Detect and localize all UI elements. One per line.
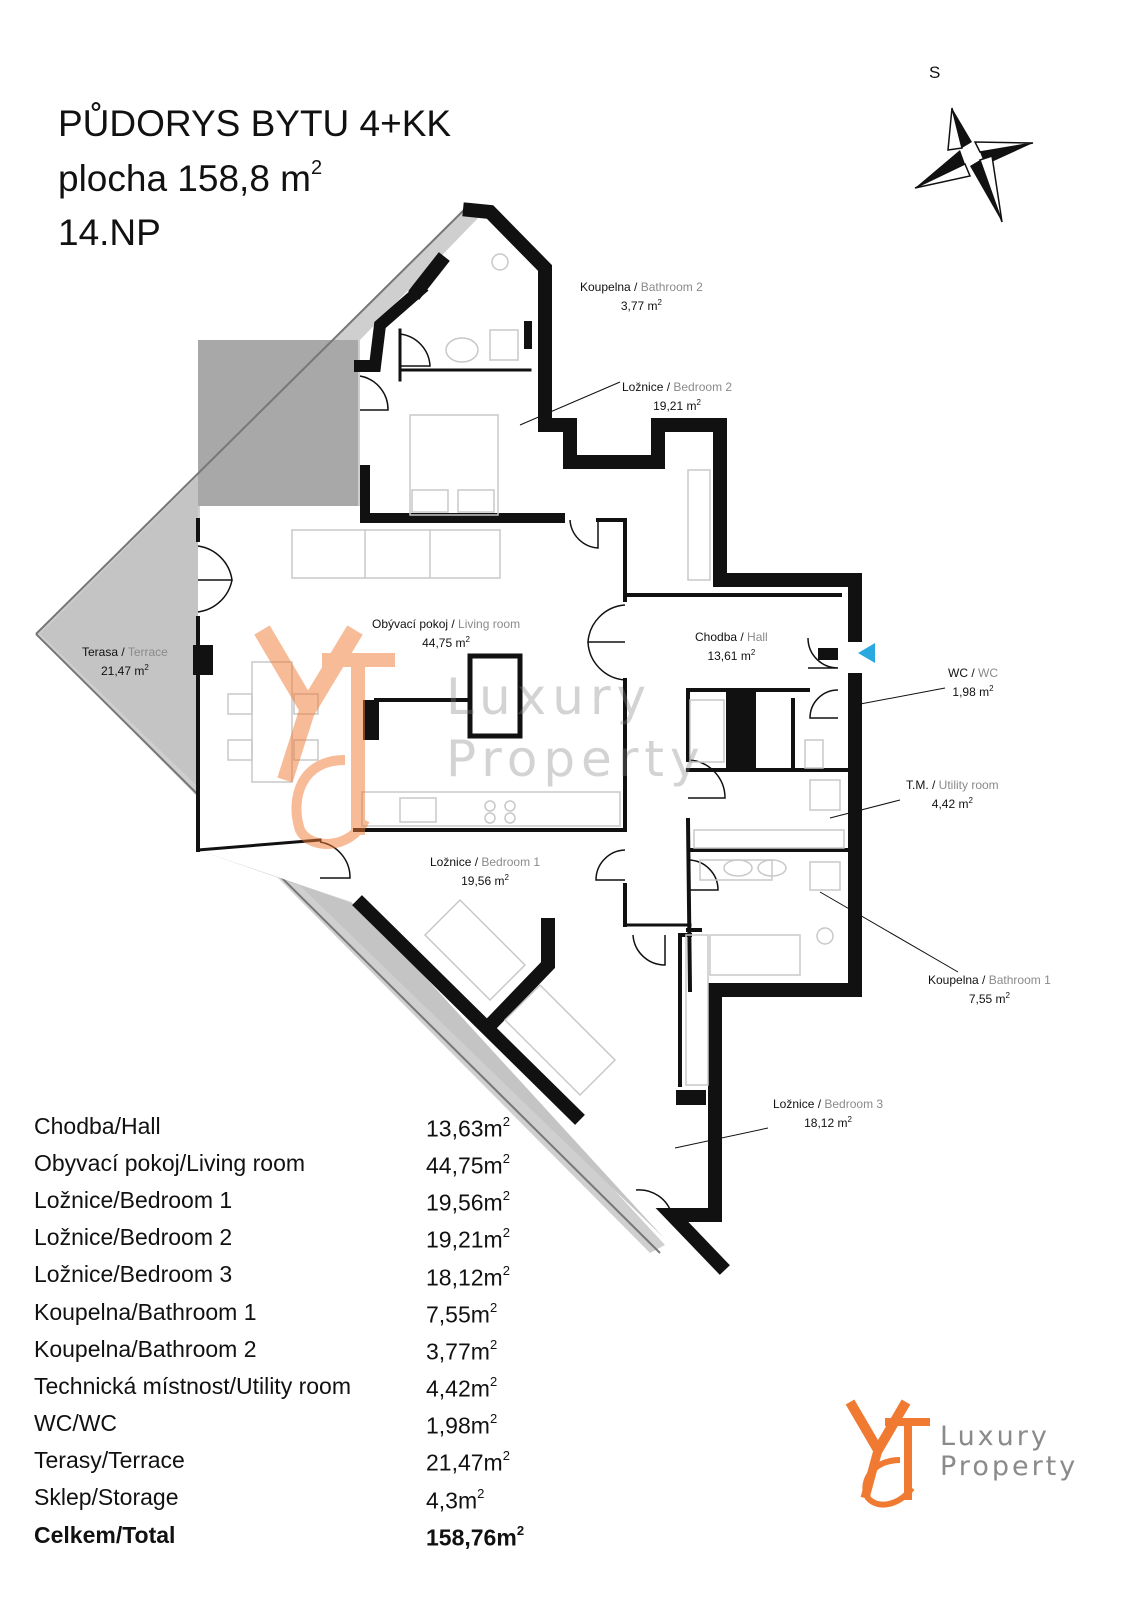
area-room-value: 4,3m2 [426, 1485, 485, 1514]
plan-floor: 14.NP [58, 212, 161, 253]
area-room-name: WC/WC [34, 1410, 118, 1437]
area-room-name: Chodba/Hall [34, 1112, 161, 1139]
entrance-marker-icon [858, 643, 875, 663]
area-room-name: Ložnice/Bedroom 2 [34, 1224, 233, 1251]
room-label-utility: T.M. / Utility room 4,42 m2 [906, 778, 999, 811]
room-label-living: Obývací pokoj / Living room 44,75 m2 [372, 617, 521, 650]
area-room-name: Celkem/Total [34, 1521, 176, 1548]
watermark-text-line2: Property [446, 730, 706, 788]
area-row: Ložnice/Bedroom 3 18,12m2 [34, 1257, 554, 1294]
area-room-name: Ložnice/Bedroom 3 [34, 1261, 233, 1288]
room-label-bedroom3: Ložnice / Bedroom 3 18,12 m2 [773, 1097, 884, 1130]
area-row: WC/WC 1,98m2 [34, 1405, 554, 1442]
area-room-value: 13,63m2 [426, 1114, 510, 1142]
area-room-value: 3,77m2 [426, 1336, 498, 1365]
walls [196, 202, 862, 1275]
area-row: Sklep/Storage 4,3m2 [34, 1480, 554, 1517]
room-label-hall: Chodba / Hall 13,61 m2 [695, 630, 768, 663]
area-row: Technická místnost/Utility room 4,42m2 [34, 1368, 554, 1405]
area-room-name: Koupelna/Bathroom 1 [34, 1298, 257, 1325]
area-row: Obyvací pokoj/Living room 44,75m2 [34, 1145, 554, 1182]
area-room-name: Koupelna/Bathroom 2 [34, 1335, 257, 1362]
area-room-name: Terasy/Terrace [34, 1447, 185, 1474]
furniture-outlines [227, 253, 845, 1097]
compass-label: S [929, 63, 941, 82]
area-room-value: 4,42m2 [426, 1374, 498, 1402]
area-row: Chodba/Hall 13,63m2 [34, 1108, 554, 1145]
compass-star-icon [914, 107, 1034, 223]
area-room-value: 18,12m2 [426, 1262, 510, 1291]
structural-columns [193, 645, 838, 1105]
area-room-value: 21,47m2 [426, 1448, 510, 1477]
plan-title: PŮDORYS BYTU 4+KK [58, 103, 452, 144]
area-row: Ložnice/Bedroom 1 19,56m2 [34, 1182, 554, 1219]
brand-logo-line2: Property [940, 1451, 1079, 1482]
watermark-text-line1: Luxury [446, 668, 653, 726]
room-label-bedroom1: Ložnice / Bedroom 1 19,56 m2 [430, 855, 541, 888]
area-room-name: Technická místnost/Utility room [34, 1372, 351, 1399]
area-total-row: Celkem/Total 158,76m2 [34, 1517, 554, 1554]
area-row: Ložnice/Bedroom 2 19,21m2 [34, 1219, 554, 1256]
area-row: Koupelna/Bathroom 2 3,77m2 [34, 1331, 554, 1368]
area-room-value: 19,56m2 [426, 1188, 510, 1216]
area-room-value: 158,76m2 [426, 1522, 525, 1551]
plan-area-heading: plocha 158,8 m2 [58, 157, 323, 199]
door-swings [197, 333, 839, 1216]
area-room-name: Sklep/Storage [34, 1484, 179, 1511]
area-room-value: 7,55m2 [426, 1299, 498, 1328]
area-room-value: 44,75m2 [426, 1151, 510, 1179]
room-label-terrace: Terasa / Terrace 21,47 m2 [82, 645, 168, 678]
area-room-name: Ložnice/Bedroom 1 [34, 1187, 233, 1214]
area-row: Koupelna/Bathroom 1 7,55m2 [34, 1294, 554, 1331]
area-room-value: 19,21m2 [426, 1225, 510, 1254]
brand-logo-icon [845, 1399, 930, 1508]
room-label-bathroom2: Koupelna / Bathroom 2 3,77 m2 [580, 280, 703, 313]
room-label-wc: WC / WC 1,98 m2 [948, 666, 998, 699]
area-room-value: 1,98m2 [426, 1411, 498, 1439]
room-label-bathroom1: Koupelna / Bathroom 1 7,55 m2 [928, 973, 1051, 1006]
area-room-name: Obyvací pokoj/Living room [34, 1149, 306, 1176]
leader-lines [519, 381, 959, 1149]
area-row: Terasy/Terrace 21,47m2 [34, 1442, 554, 1479]
room-label-bedroom2: Ložnice / Bedroom 2 19,21 m2 [622, 380, 733, 413]
watermark-logo-icon [254, 625, 395, 849]
brand-logo-line1: Luxury [940, 1421, 1050, 1452]
